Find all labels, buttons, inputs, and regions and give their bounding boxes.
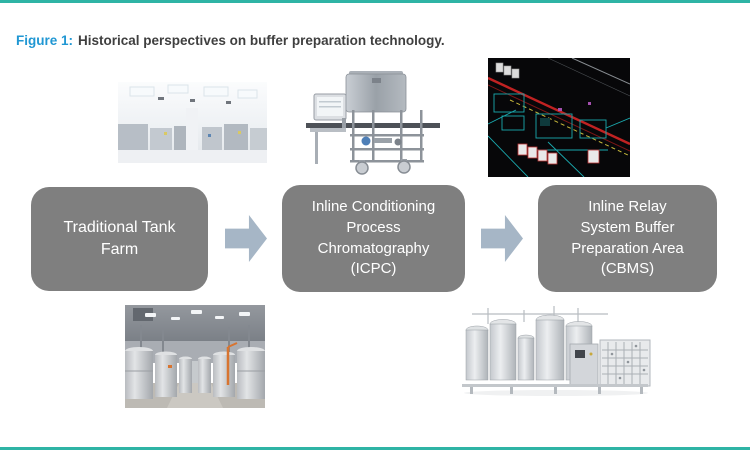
cleanroom-manufacturing-floor-photo (118, 82, 267, 163)
flow-step-traditional-tank-farm: Traditional Tank Farm (31, 187, 208, 291)
flow-arrow-right-icon (481, 215, 523, 262)
flow-step-label: Traditional Tank Farm (63, 218, 176, 258)
flow-step-icpc: Inline Conditioning Process Chromatograp… (282, 185, 465, 292)
top-divider-rule (0, 0, 750, 3)
flow-step-label: Inline Relay System Buffer Preparation A… (571, 198, 684, 278)
icpc-process-skid-photo (306, 66, 440, 176)
figure-number-label: Figure 1: (16, 33, 74, 48)
traditional-tank-farm-photo (125, 305, 265, 408)
figure-title: Historical perspectives on buffer prepar… (78, 33, 445, 48)
flow-arrow-right-icon (225, 215, 267, 262)
facility-cad-layout-rendering (488, 58, 630, 177)
figure-caption: Figure 1: Historical perspectives on buff… (16, 33, 445, 48)
bottom-divider-rule (0, 447, 750, 450)
flow-step-cbms: Inline Relay System Buffer Preparation A… (538, 185, 717, 292)
flow-step-label: Inline Conditioning Process Chromatograp… (311, 198, 436, 278)
buffer-preparation-system-rendering (458, 300, 655, 398)
